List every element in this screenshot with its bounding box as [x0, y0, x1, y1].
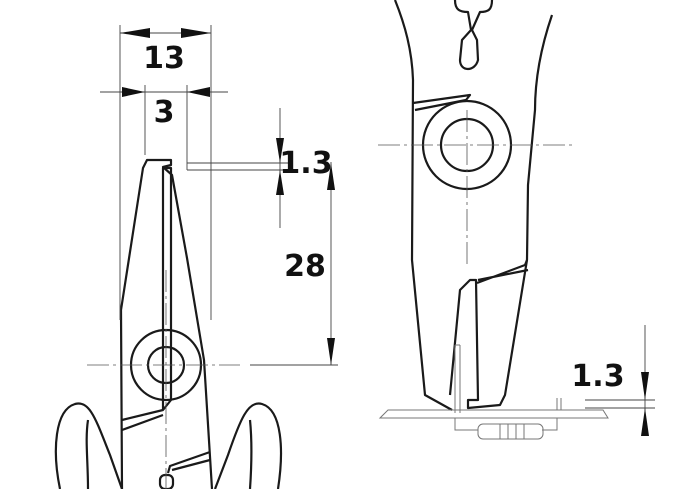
left-plier-jaw-slot: [121, 166, 173, 432]
resistor-component: [477, 423, 544, 440]
left-plier-front-view: 13 3 1.3 28: [54, 25, 338, 489]
dimension-label-13: 13: [143, 41, 185, 76]
right-plier-body-right: [448, 14, 554, 410]
dimension-label-3: 3: [154, 95, 175, 130]
dimension-label-1-3-flush: 1.3: [571, 359, 624, 394]
right-plier-side-view: 1.3: [378, 0, 655, 440]
right-plier-body-left: [393, 0, 453, 411]
right-plier-spring: [453, 0, 494, 71]
left-plier-spring: [158, 473, 175, 489]
dimension-label-28: 28: [284, 249, 326, 284]
left-handle-right: [213, 402, 283, 489]
circuit-board: [378, 409, 609, 419]
left-handle-left: [54, 402, 124, 489]
dimension-label-1-3-tip: 1.3: [279, 146, 332, 181]
left-plier-body: [119, 158, 214, 489]
